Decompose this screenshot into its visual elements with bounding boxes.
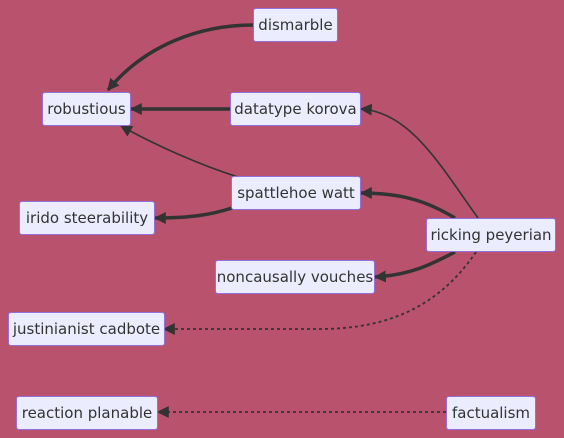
node-label: datatype korova [234, 100, 357, 118]
node-label: spattlehoe watt [237, 184, 355, 202]
edge-spattlehoe-watt-robustious [119, 125, 239, 178]
node-datatype-korova[interactable]: datatype korova [230, 92, 361, 126]
node-dismarble[interactable]: dismarble [253, 8, 338, 42]
node-noncausally-vouches[interactable]: noncausally vouches [215, 260, 375, 294]
node-irido-steerability[interactable]: irido steerability [19, 201, 155, 235]
edge-ricking-peyerian-noncausally-vouches [373, 250, 456, 283]
node-ricking-peyerian[interactable]: ricking peyerian [426, 218, 556, 252]
node-spattlehoe-watt[interactable]: spattlehoe watt [231, 176, 361, 210]
edge-ricking-peyerian-datatype-korova [359, 103, 479, 219]
node-label: robustious [47, 100, 126, 118]
node-label: irido steerability [25, 209, 149, 227]
edge-dismarble-robustious [106, 23, 254, 92]
node-justinianist-cadbote[interactable]: justinianist cadbote [8, 312, 165, 346]
node-label: factualism [451, 404, 531, 422]
node-reaction-planable[interactable]: reaction planable [16, 396, 158, 430]
node-robustious[interactable]: robustious [42, 92, 131, 126]
node-label: dismarble [258, 16, 333, 34]
node-label: reaction planable [21, 404, 153, 422]
node-label: justinianist cadbote [12, 320, 161, 338]
node-label: noncausally vouches [216, 268, 374, 286]
edge-ricking-peyerian-spattlehoe-watt [359, 187, 456, 220]
edge-spattlehoe-watt-irido-steerability [153, 206, 233, 224]
edge-ricking-peyerian-justinianist-cadbote [162, 251, 477, 335]
node-factualism[interactable]: factualism [446, 396, 536, 430]
node-label: ricking peyerian [430, 226, 552, 244]
